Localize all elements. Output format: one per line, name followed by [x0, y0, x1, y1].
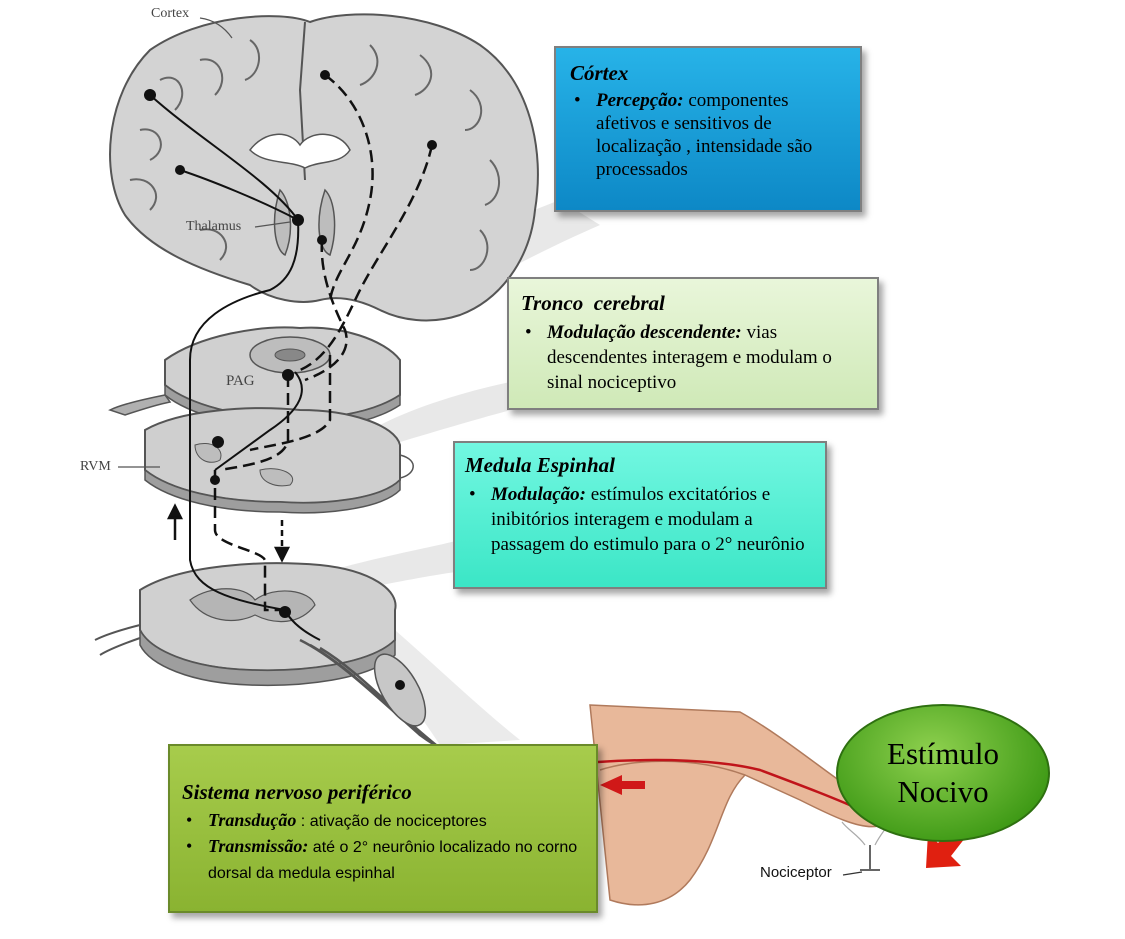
- snp-term-1: Transdução: [208, 810, 296, 830]
- snp-bullets: Transdução : ativação de nociceptores Tr…: [182, 808, 588, 886]
- snp-title: Sistema nervoso periférico: [182, 780, 588, 804]
- medula-bullet-1: Modulação: estímulos excitatórios e inib…: [465, 482, 815, 557]
- tronco-title: Tronco cerebral: [521, 291, 867, 316]
- snp-bullet-2: Transmissão: até o 2° neurônio localizad…: [182, 834, 588, 886]
- medula-term: Modulação:: [491, 484, 586, 505]
- label-nociceptor: Nociceptor: [760, 864, 832, 881]
- label-cortex: Cortex: [151, 6, 189, 22]
- vertical-arrows: [169, 506, 288, 560]
- snp-text-1: : ativação de nociceptores: [296, 813, 486, 830]
- nociceptor-leader: [843, 872, 862, 875]
- medula-box: Medula Espinhal Modulação: estímulos exc…: [453, 441, 827, 589]
- label-pag: PAG: [226, 373, 255, 390]
- hand-illustration: [590, 705, 890, 905]
- stimulus-line-2: Nocivo: [897, 773, 988, 811]
- snp-term-2: Transmissão:: [208, 836, 308, 856]
- stimulus-ellipse: Estímulo Nocivo: [836, 704, 1050, 842]
- snp-box: Sistema nervoso periférico Transdução : …: [168, 744, 598, 913]
- brain-section: [110, 14, 538, 320]
- cortex-bullets: Percepção: componentes afetivos e sensit…: [570, 89, 848, 181]
- tronco-term: Modulação descendente:: [547, 322, 742, 343]
- stimulus-line-1: Estímulo: [887, 735, 999, 773]
- cortex-bullet-1: Percepção: componentes afetivos e sensit…: [570, 89, 848, 181]
- label-rvm: RVM: [80, 459, 111, 475]
- medula-bullets: Modulação: estímulos excitatórios e inib…: [465, 482, 815, 557]
- cortex-box: Córtex Percepção: componentes afetivos e…: [554, 46, 862, 212]
- cortex-term: Percepção:: [596, 90, 684, 111]
- cortex-title: Córtex: [570, 62, 848, 85]
- tronco-bullets: Modulação descendente: vias descendentes…: [521, 320, 867, 395]
- tronco-box: Tronco cerebral Modulação descendente: v…: [507, 277, 879, 410]
- medula-title: Medula Espinhal: [465, 453, 815, 478]
- snp-bullet-1: Transdução : ativação de nociceptores: [182, 808, 588, 834]
- label-thalamus: Thalamus: [186, 219, 241, 235]
- tronco-bullet-1: Modulação descendente: vias descendentes…: [521, 320, 867, 395]
